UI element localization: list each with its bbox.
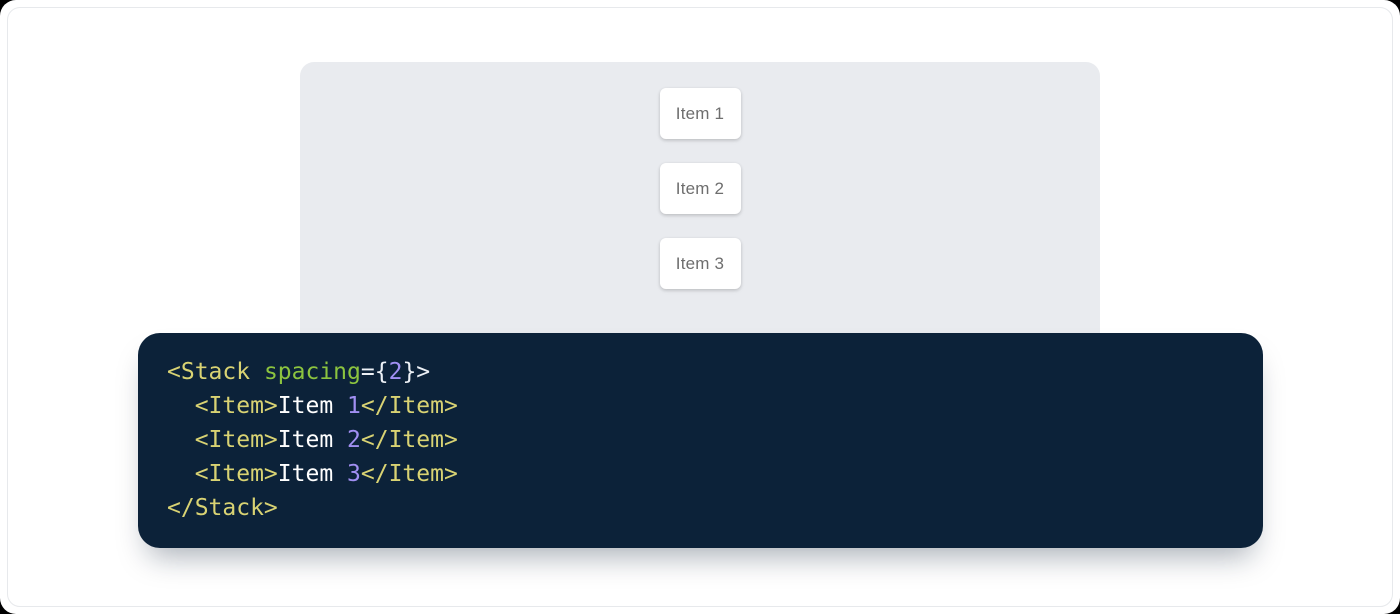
code-token-num: 2 — [388, 359, 403, 385]
code-line: <Item>Item 1</Item> — [167, 389, 1243, 423]
code-token-attr: spacing — [263, 359, 361, 385]
code: <Stack spacing={2}> <Item>Item 1</Item> … — [167, 355, 1243, 525]
code-token-text: Item — [277, 427, 348, 453]
code-token-tag: </Item> — [360, 393, 458, 419]
code-token-tag: </Stack> — [167, 495, 278, 521]
code-token-tag: </Item> — [360, 461, 458, 487]
code-token-tag: <Stack — [167, 359, 264, 385]
demo-preview-panel: Item 1 Item 2 Item 3 — [300, 62, 1100, 368]
code-token-tag: <Item> — [167, 461, 278, 487]
code-token-punct: ={ — [360, 359, 389, 385]
code-token-tag: <Item> — [167, 393, 278, 419]
code-token-punct: }> — [402, 359, 431, 385]
code-token-num: 2 — [347, 427, 361, 453]
stack-item: Item 1 — [659, 88, 741, 139]
code-line: <Item>Item 3</Item> — [167, 457, 1243, 491]
code-token-num: 1 — [347, 393, 361, 419]
code-token-tag: <Item> — [167, 427, 278, 453]
stack-item: Item 2 — [659, 163, 741, 214]
stack-item-label: Item 2 — [675, 178, 725, 198]
code-token-text: Item — [277, 461, 348, 487]
code-block: <Stack spacing={2}> <Item>Item 1</Item> … — [138, 333, 1263, 548]
code-token-num: 3 — [347, 461, 361, 487]
code-line: </Stack> — [167, 491, 1243, 525]
code-line: <Stack spacing={2}> — [167, 355, 1243, 389]
stack-item-label: Item 1 — [675, 103, 725, 123]
stack-item: Item 3 — [659, 238, 741, 289]
code-token-tag: </Item> — [360, 427, 458, 453]
code-line: <Item>Item 2</Item> — [167, 423, 1243, 457]
code-token-text: Item — [277, 393, 348, 419]
stack-demo: Item 1 Item 2 Item 3 — [300, 62, 1100, 289]
stack-item-label: Item 3 — [675, 253, 725, 273]
